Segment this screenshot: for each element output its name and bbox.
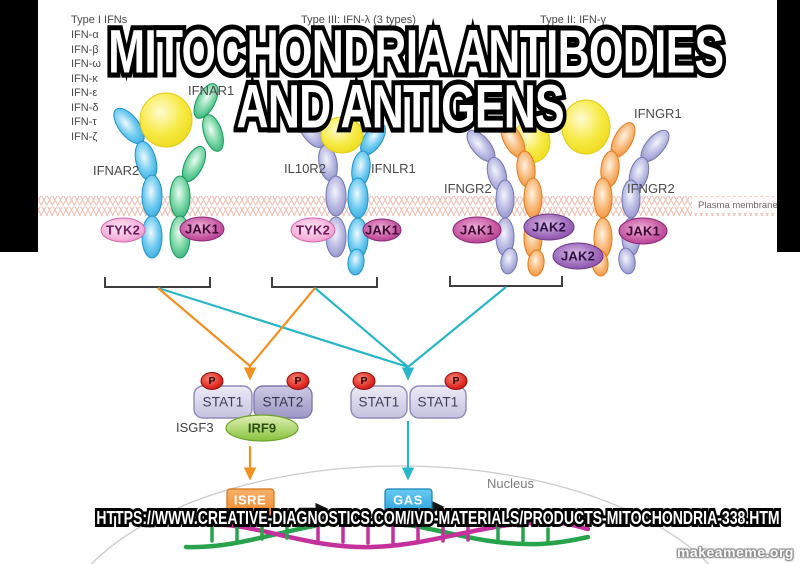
type1-receptor-complex [100, 83, 225, 259]
type3-receptor-complex [290, 114, 402, 276]
type1-ligand [139, 92, 193, 148]
letterbox-bar-right [777, 0, 800, 252]
nucleus-envelope [90, 465, 710, 564]
meme-caption-text: HTTPS://WWW.CREATIVE-DIAGNOSTICS.COM/IVD… [96, 508, 780, 528]
jak2-type2-lower [552, 242, 604, 270]
phospho-badge [444, 372, 468, 390]
plasma-membrane [38, 196, 780, 216]
jak2-type2-upper [523, 213, 575, 241]
jak1-type3 [362, 218, 402, 242]
meme-title-line2-text: AND ANTIGENS [236, 72, 564, 141]
irf9-ellipse [225, 414, 299, 442]
stat1-homodimer [350, 372, 468, 419]
type2-ligand-2 [561, 99, 611, 155]
jak1-type2-left [452, 216, 502, 244]
tyk2-type1 [100, 217, 146, 243]
phospho-badge [286, 372, 310, 390]
dna-helix [183, 518, 591, 550]
meme-title-line2-outline: AND ANTIGENS [233, 71, 569, 142]
transcription-arrow-isre [298, 502, 329, 524]
letterbox-bar-left [0, 0, 38, 252]
meme-title-line1-text: MITOCHONDRIA ANTIBODIES [108, 17, 724, 86]
meme-title-line1-outline: MITOCHONDRIA ANTIBODIES [104, 16, 727, 87]
type3-ligand [320, 116, 364, 154]
type2-receptor-complex [452, 99, 670, 277]
tyk2-type3 [290, 217, 336, 243]
phospho-badge [352, 372, 376, 390]
isre-box [226, 488, 275, 522]
phospho-badge [200, 372, 224, 390]
gas-box [384, 488, 433, 522]
jak1-type1 [179, 216, 225, 242]
isgf3-complex [193, 372, 313, 442]
isgf3-pathway-lines [157, 287, 316, 481]
makeameme-watermark: makeameme.org [676, 544, 794, 560]
receptor-brackets [104, 276, 563, 288]
meme-caption-url: HTTPS://WWW.CREATIVE-DIAGNOSTICS.COM/IVD… [0, 506, 800, 530]
jak1-type2-right [618, 217, 668, 245]
